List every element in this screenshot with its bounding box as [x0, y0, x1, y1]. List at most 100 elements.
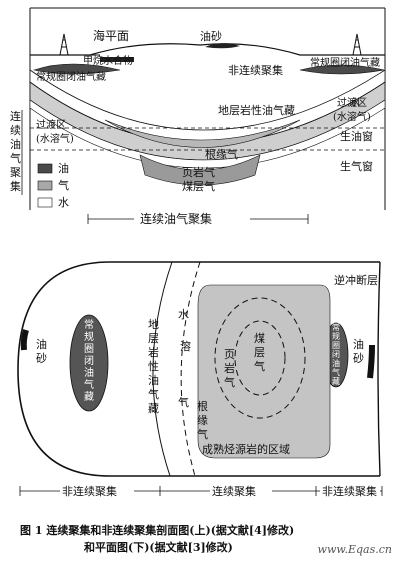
scale-right-label: 非连续聚集 [322, 484, 377, 498]
caption-line-1: 图 1 连续聚集和非连续聚集剖面图(上)(据文献[4]修改) [20, 524, 295, 537]
svg-text:油: 油 [148, 373, 159, 387]
oil-window-label: 生油窗 [340, 129, 373, 143]
svg-text:水: 水 [178, 308, 189, 321]
trans-left-2: (水溶气) [36, 132, 74, 145]
svg-text:藏: 藏 [148, 402, 159, 415]
svg-text:续: 续 [10, 123, 21, 137]
svg-text:藏: 藏 [332, 376, 340, 386]
water-gas-vert-label: 水 溶 气 [178, 308, 191, 409]
svg-text:气: 气 [10, 151, 21, 165]
side-label: 连 续 油 气 聚 集 [10, 110, 21, 193]
legend-water: 水 [58, 196, 69, 209]
svg-text:岩: 岩 [224, 361, 235, 375]
scale-left-label: 非连续聚集 [62, 484, 117, 498]
svg-text:根: 根 [197, 399, 208, 413]
svg-text:气: 气 [148, 387, 159, 401]
strat-label: 地层岩性油气藏 [218, 103, 295, 117]
svg-text:圈: 圈 [332, 341, 340, 350]
conv-right-vert-label: 常 规 圈 闭 油 气 藏 [332, 323, 340, 386]
svg-text:气: 气 [254, 359, 265, 373]
shale-gas-top-label: 页岩气 [182, 165, 215, 179]
svg-text:气: 气 [84, 378, 94, 391]
conv-right-label: 常规圈闭油气藏 [310, 56, 380, 69]
shale-gas-vert-label: 页 岩 气 [224, 348, 235, 389]
svg-text:闭: 闭 [84, 354, 94, 367]
watermark: www.Eqas.cn [317, 543, 392, 556]
oil-sand-top [205, 43, 240, 49]
svg-text:页: 页 [224, 348, 235, 361]
derrick-left-icon [59, 33, 69, 56]
svg-text:油: 油 [353, 337, 364, 351]
conv-left-vert-label: 常 规 圈 闭 油 气 藏 [84, 318, 94, 403]
svg-text:藏: 藏 [84, 391, 94, 403]
svg-text:砂: 砂 [353, 352, 364, 365]
plan-view: 逆冲断层 油 砂 油 砂 常 规 圈 闭 油 气 藏 常 规 圈 闭 油 气 藏 [17, 261, 383, 498]
caption-line-2: 和平面图(下)(据文献[3]修改) [84, 541, 233, 554]
svg-text:缘: 缘 [197, 414, 208, 427]
legend-water-swatch [37, 197, 53, 208]
svg-text:油: 油 [10, 137, 21, 151]
hydrate-bar [100, 57, 134, 62]
legend-oil: 油 [58, 161, 69, 175]
legend: 油 气 水 [37, 161, 69, 209]
svg-text:岩: 岩 [148, 345, 159, 359]
basin-centered-label: 根缘气 [205, 147, 238, 161]
cross-section: 海平面 油砂 甲烷水合物 非连续聚集 常规圈闭油气藏 常规圈闭油气藏 地层岩性油… [10, 7, 386, 226]
svg-text:气: 气 [197, 427, 208, 441]
legend-oil-swatch [37, 163, 53, 174]
oil-sand-left-bar [20, 329, 29, 351]
basin-centered-vert-label: 根 缘 气 [197, 399, 208, 441]
derrick-right-icon [352, 33, 362, 56]
shale-coal-zone [139, 154, 261, 186]
svg-text:常: 常 [332, 323, 340, 332]
svg-text:煤: 煤 [254, 332, 265, 345]
svg-text:砂: 砂 [36, 352, 47, 365]
svg-text:常: 常 [84, 318, 94, 331]
svg-text:聚: 聚 [10, 166, 21, 179]
svg-text:溶: 溶 [180, 339, 191, 353]
trans-left-1: 过渡区 [36, 118, 66, 131]
water-label: 水 [350, 97, 360, 109]
svg-text:集: 集 [10, 179, 21, 193]
mature-area-label: 成熟烃源岩的区域 [202, 442, 290, 456]
legend-gas-swatch [37, 180, 53, 191]
sea-level-label: 海平面 [93, 28, 129, 43]
svg-text:连: 连 [10, 110, 21, 123]
legend-gas: 气 [58, 178, 69, 192]
ground-surface [30, 43, 385, 56]
conv-trap-right [299, 64, 385, 75]
trans-right-1: 过渡区 [337, 96, 367, 109]
svg-text:闭: 闭 [332, 350, 340, 359]
gas-window-label: 生气窗 [340, 159, 373, 173]
mature-source-area [197, 284, 331, 459]
trans-right-2: (水溶气) [333, 110, 371, 123]
svg-text:油: 油 [36, 337, 47, 351]
basin-gas [104, 119, 301, 148]
coalbed-vert-label: 煤 层 气 [254, 332, 265, 373]
svg-text:层: 层 [148, 332, 159, 345]
svg-text:地: 地 [148, 318, 159, 331]
svg-text:性: 性 [148, 359, 159, 373]
thrust-fault [377, 261, 381, 477]
svg-text:油: 油 [332, 358, 340, 368]
oil-sand-label: 油砂 [200, 29, 222, 43]
conv-left-label: 常规圈闭油气藏 [36, 70, 106, 83]
scale-mid-label: 连续聚集 [212, 484, 256, 498]
strat-vert-label: 地 层 岩 性 油 气 藏 [148, 318, 159, 415]
svg-text:层: 层 [254, 346, 265, 359]
conv-trap-left [32, 63, 121, 75]
svg-text:油: 油 [84, 366, 94, 379]
noncont-top-label: 非连续聚集 [228, 63, 283, 77]
svg-text:规: 规 [84, 330, 94, 343]
thrust-label: 逆冲断层 [334, 273, 378, 287]
coalbed-top-label: 煤层气 [182, 179, 215, 193]
svg-text:气: 气 [332, 367, 340, 377]
oil-sand-right-label: 油 砂 [353, 337, 364, 365]
cont-span-label: 连续油气聚集 [140, 211, 212, 226]
accumulation-scale: 非连续聚集 连续聚集 非连续聚集 [19, 484, 383, 498]
svg-text:气: 气 [178, 395, 189, 409]
svg-text:规: 规 [332, 331, 340, 341]
hydrate-label: 甲烷水合物 [83, 54, 133, 67]
oil-sand-right-bar [367, 344, 375, 379]
